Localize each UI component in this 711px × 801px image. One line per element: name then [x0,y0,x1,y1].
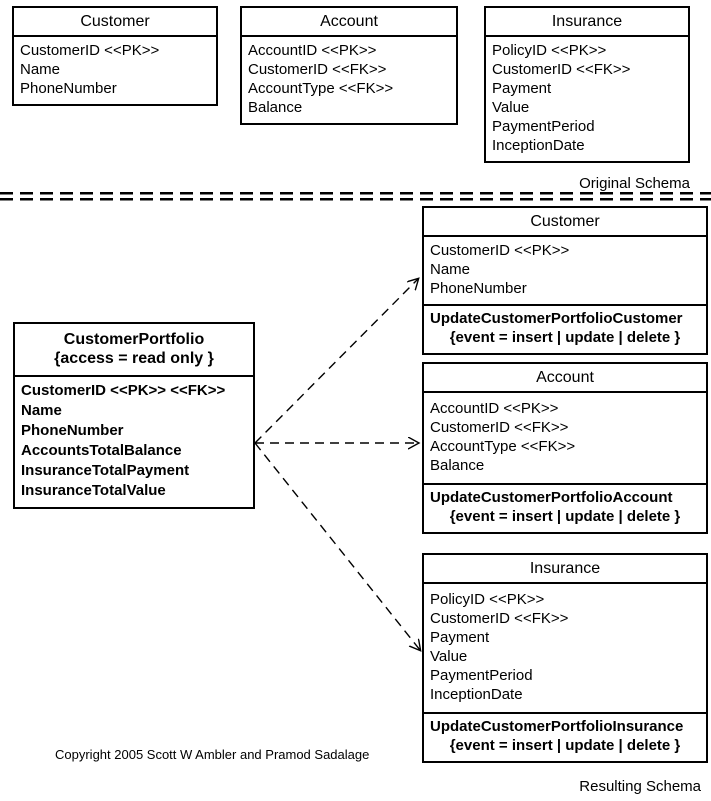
attribute-row: InceptionDate [492,137,585,154]
attribute-row: InsuranceTotalPayment [21,462,190,479]
attribute-row: InceptionDate [430,686,523,703]
attribute-row: Balance [430,457,485,474]
original-schema-label: Original Schema [579,175,690,192]
attribute-row: CustomerID <<FK>> [248,61,387,78]
table-title: Customer [14,8,216,37]
access-constraint: {access = read only } [54,350,214,367]
table-title-block: CustomerPortfolio {access = read only } [15,324,253,377]
attribute-row: PaymentPeriod [492,118,595,135]
attribute-row: CustomerID <<PK>> <<FK>> [21,382,226,399]
attribute-row: Payment [492,80,552,97]
table-customer-portfolio: CustomerPortfolio {access = read only } … [13,322,255,509]
attribute-row: CustomerID <<FK>> [430,610,569,627]
trigger-block: UpdateCustomerPortfolioCustomer {event =… [424,304,706,353]
table-title: Customer [424,208,706,237]
trigger-name: UpdateCustomerPortfolioCustomer [430,310,683,327]
trigger-event: {event = insert | update | delete } [449,737,681,754]
attribute-row: CustomerID <<PK>> [430,242,570,259]
trigger-name: UpdateCustomerPortfolioInsurance [430,718,684,735]
table-title: CustomerPortfolio [63,331,205,348]
attribute-row: AccountsTotalBalance [21,442,182,459]
attribute-row: CustomerID <<PK>> [20,42,160,59]
attribute-row: AccountType <<FK>> [430,438,576,455]
table-title: Account [242,8,456,37]
attribute-row: AccountID <<PK>> [430,400,559,417]
copyright-text: Copyright 2005 Scott W Ambler and Pramod… [55,747,370,762]
attribute-row: Name [430,261,471,278]
attribute-row: InsuranceTotalValue [21,482,166,499]
attribute-row: PhoneNumber [21,422,124,439]
attribute-row: Value [492,99,530,116]
attribute-row: CustomerID <<FK>> [492,61,631,78]
dependency-arrow-to-customer [254,279,418,444]
attribute-row: PhoneNumber [20,80,117,97]
attribute-row: CustomerID <<FK>> [430,419,569,436]
resulting-schema-label: Resulting Schema [579,778,701,795]
attribute-row: Name [21,402,62,419]
attribute-list: AccountID <<PK>> CustomerID <<FK>> Account… [242,37,456,123]
table-original-account: Account AccountID <<PK>> CustomerID <<FK>… [240,6,458,125]
attribute-row: Payment [430,629,490,646]
trigger-event: {event = insert | update | delete } [449,508,681,525]
attribute-row: Name [20,61,61,78]
schema-separator-dashed-line [0,192,711,201]
attribute-row: PolicyID <<PK>> [430,591,545,608]
attribute-row: PhoneNumber [430,280,527,297]
attribute-row: PolicyID <<PK>> [492,42,607,59]
dependency-arrow-to-insurance [254,442,420,650]
table-title: Insurance [486,8,688,37]
table-resulting-insurance: Insurance PolicyID <<PK>> CustomerID <<FK… [422,553,708,763]
table-title: Insurance [424,555,706,584]
trigger-block: UpdateCustomerPortfolioAccount {event = … [424,483,706,532]
attribute-row: AccountType <<FK>> [248,80,394,97]
attribute-row: PaymentPeriod [430,667,533,684]
attribute-row: AccountID <<PK>> [248,42,377,59]
table-resulting-account: Account AccountID <<PK>> CustomerID <<FK>… [422,362,708,534]
table-original-insurance: Insurance PolicyID <<PK>> CustomerID <<FK… [484,6,690,163]
table-title: Account [424,364,706,393]
attribute-row: Value [430,648,468,665]
attribute-list: AccountID <<PK>> CustomerID <<FK>> Account… [424,393,706,483]
attribute-row: Balance [248,99,303,116]
trigger-block: UpdateCustomerPortfolioInsurance {event … [424,712,706,761]
trigger-event: {event = insert | update | delete } [449,329,681,346]
trigger-name: UpdateCustomerPortfolioAccount [430,489,673,506]
